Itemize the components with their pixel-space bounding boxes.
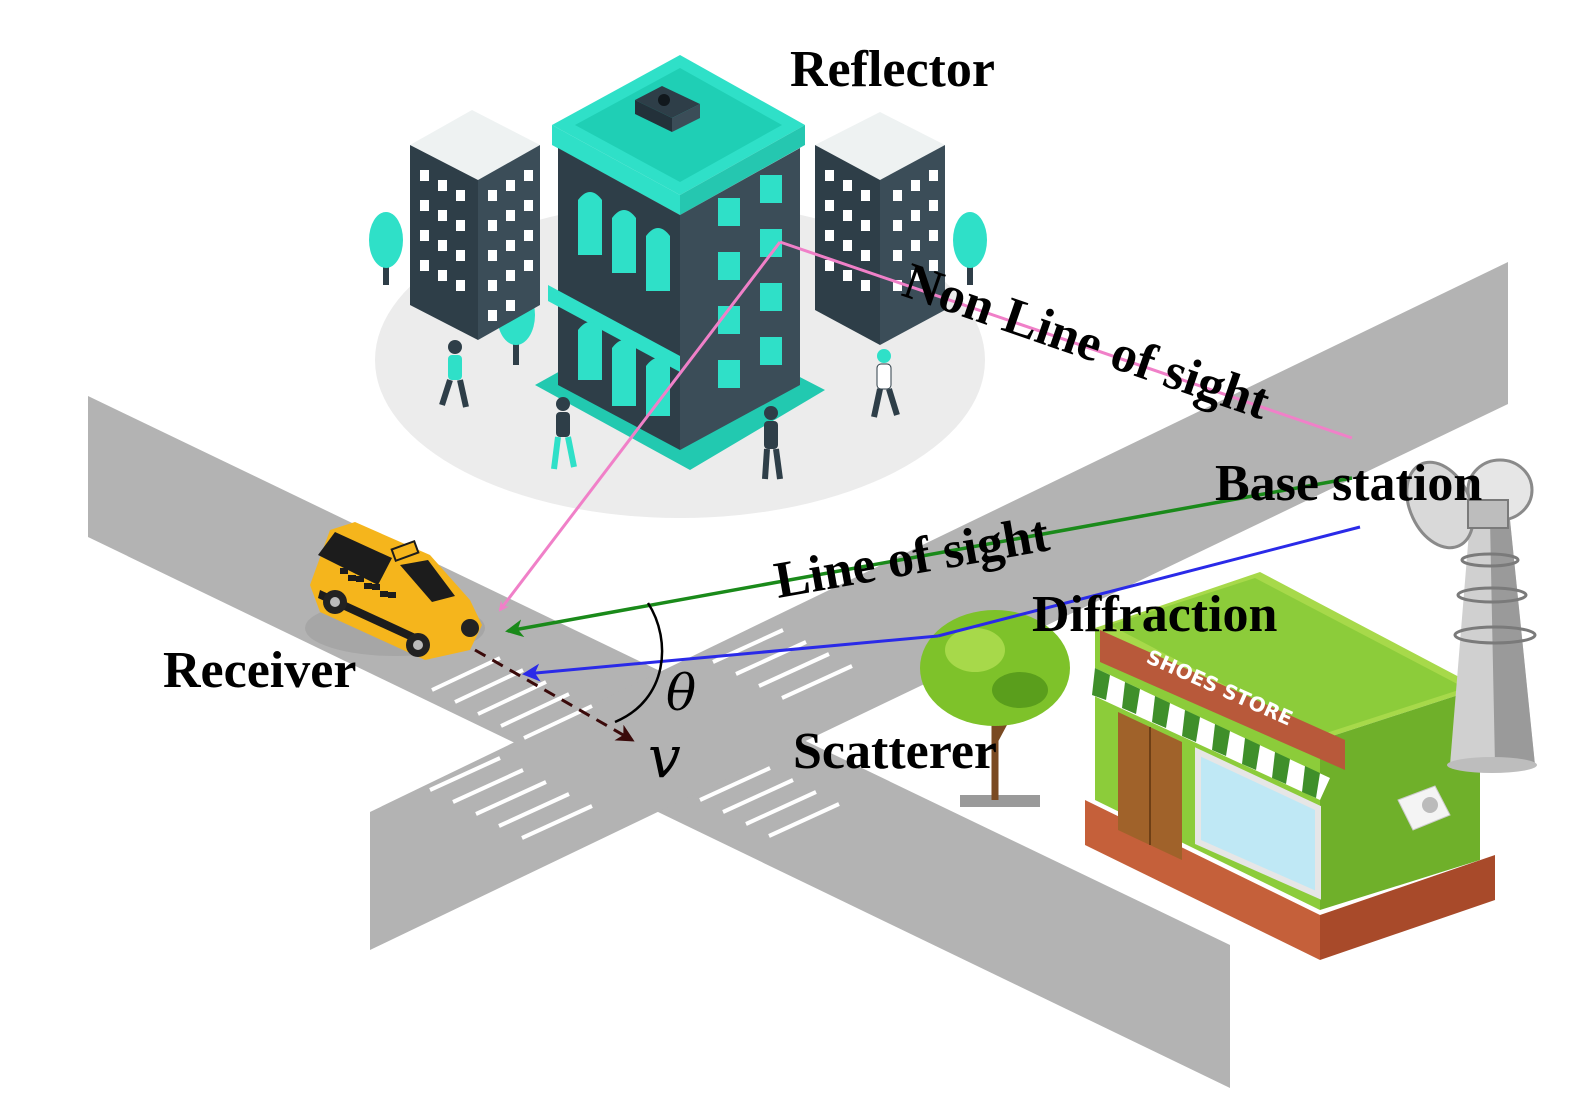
velocity-symbol: v — [648, 723, 681, 791]
velocity-arrow — [474, 648, 635, 742]
nlos-path-segment-1 — [779, 240, 1353, 440]
receiver-label: Receiver — [163, 642, 356, 699]
crosswalk-left — [431, 656, 593, 740]
scatterer-label: Scatterer — [793, 723, 997, 780]
road-cross — [370, 262, 1508, 950]
crosswalk-bottom-left — [429, 756, 593, 840]
diffraction-path-segment-1 — [937, 525, 1361, 638]
angle-arc — [614, 602, 664, 724]
person-icon — [551, 397, 577, 470]
tree-icon — [953, 212, 987, 285]
crosswalk-bottom-right — [699, 766, 840, 838]
diffraction-label: Diffraction — [1032, 586, 1278, 643]
base-station-label: Base station — [1215, 455, 1482, 512]
person-icon — [871, 349, 900, 418]
theta-symbol: θ — [666, 664, 696, 722]
nlos-path-segment-2 — [498, 241, 782, 612]
tree-icon — [369, 212, 403, 285]
diffraction-path-segment-2 — [522, 634, 939, 682]
ac-unit — [1397, 785, 1451, 831]
building-right — [815, 112, 945, 345]
person-icon — [762, 406, 783, 480]
crosswalk-right — [689, 616, 853, 700]
person-icon — [439, 340, 469, 408]
taxi-icon — [305, 522, 485, 660]
building-left — [410, 110, 540, 340]
antenna-icon — [1405, 458, 1537, 773]
building-icon — [535, 55, 825, 470]
store-icon: SHOES STORE — [1085, 572, 1495, 960]
tree-icon — [920, 610, 1070, 807]
reflector-label: Reflector — [790, 41, 995, 98]
